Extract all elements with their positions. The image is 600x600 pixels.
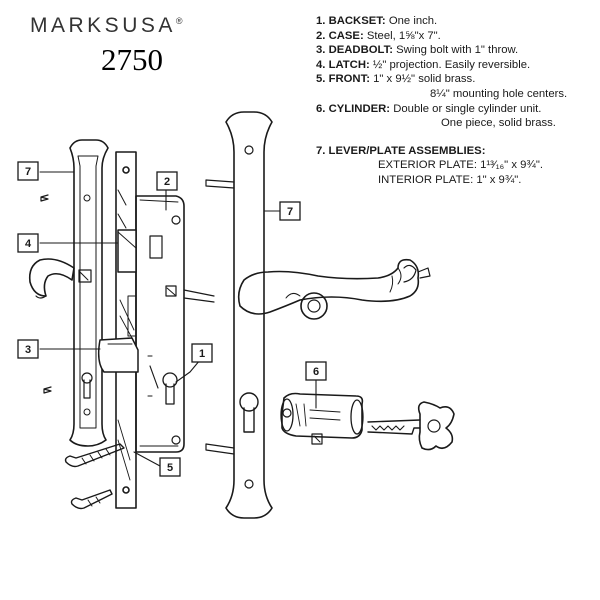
callout-6-cylinder: 6 [305,361,327,381]
exterior-plate-assembly [205,111,431,519]
svg-text:3: 3 [25,344,31,356]
svg-text:6: 6 [313,366,319,378]
svg-text:4: 4 [25,238,32,250]
spec-item-front-cont: 8¼" mounting hole centers. [430,87,568,100]
spec-item-latch: 4. LATCH: ½" projection. Easily reversib… [316,58,531,71]
spec-item-cylinder-cont: One piece, solid brass. [441,117,556,130]
callout-5-front: 5 [159,457,181,477]
registered-mark: ® [175,16,183,26]
svg-text:7: 7 [25,166,31,178]
spec-item-case: 2. CASE: Steel, 1⅝"x 7". [316,29,441,42]
svg-text:2: 2 [164,176,170,188]
callout-2-case: 2 [156,171,178,191]
wood-screws [64,443,125,510]
spec-list: 1. BACKSET: One inch. 2. CASE: Steel, 1⅝… [316,14,600,188]
mortise-case-and-front [97,151,215,509]
lever-exterior: EXTERIOR PLATE: 1¹³⁄₁₆" x 9¾". [378,159,543,172]
svg-text:1: 1 [199,348,205,360]
brand-logo: MARKSUSA® [30,14,183,38]
brand-suffix: USA [122,14,176,37]
spec-item-front: 5. FRONT: 1" x 9½" solid brass. [316,73,476,86]
svg-text:5: 5 [167,462,173,474]
callout-4-latch: 4 [17,233,39,253]
callout-3-deadbolt: 3 [17,339,39,359]
callout-leaders [39,171,317,467]
svg-text:7: 7 [287,206,293,218]
spec-item-deadbolt: 3. DEADBOLT: Swing bolt with 1" throw. [316,44,519,57]
spec-item-backset: 1. BACKSET: One inch. [316,15,438,27]
cylinder [280,392,364,445]
callout-7-exterior: 7 [279,201,301,221]
brand-name: MARKS [30,14,123,37]
interior-plate-assembly [28,139,109,447]
key [367,401,455,451]
lever-heading: 7. LEVER/PLATE ASSEMBLIES: [316,144,486,157]
lever-interior: INTERIOR PLATE: 1" x 9¾". [378,173,522,186]
callout-1-backset: 1 [191,343,213,363]
callout-7-interior: 7 [17,161,39,181]
model-number: 2750 [101,42,163,77]
spec-item-cylinder: 6. CYLINDER: Double or single cylinder u… [316,102,542,115]
